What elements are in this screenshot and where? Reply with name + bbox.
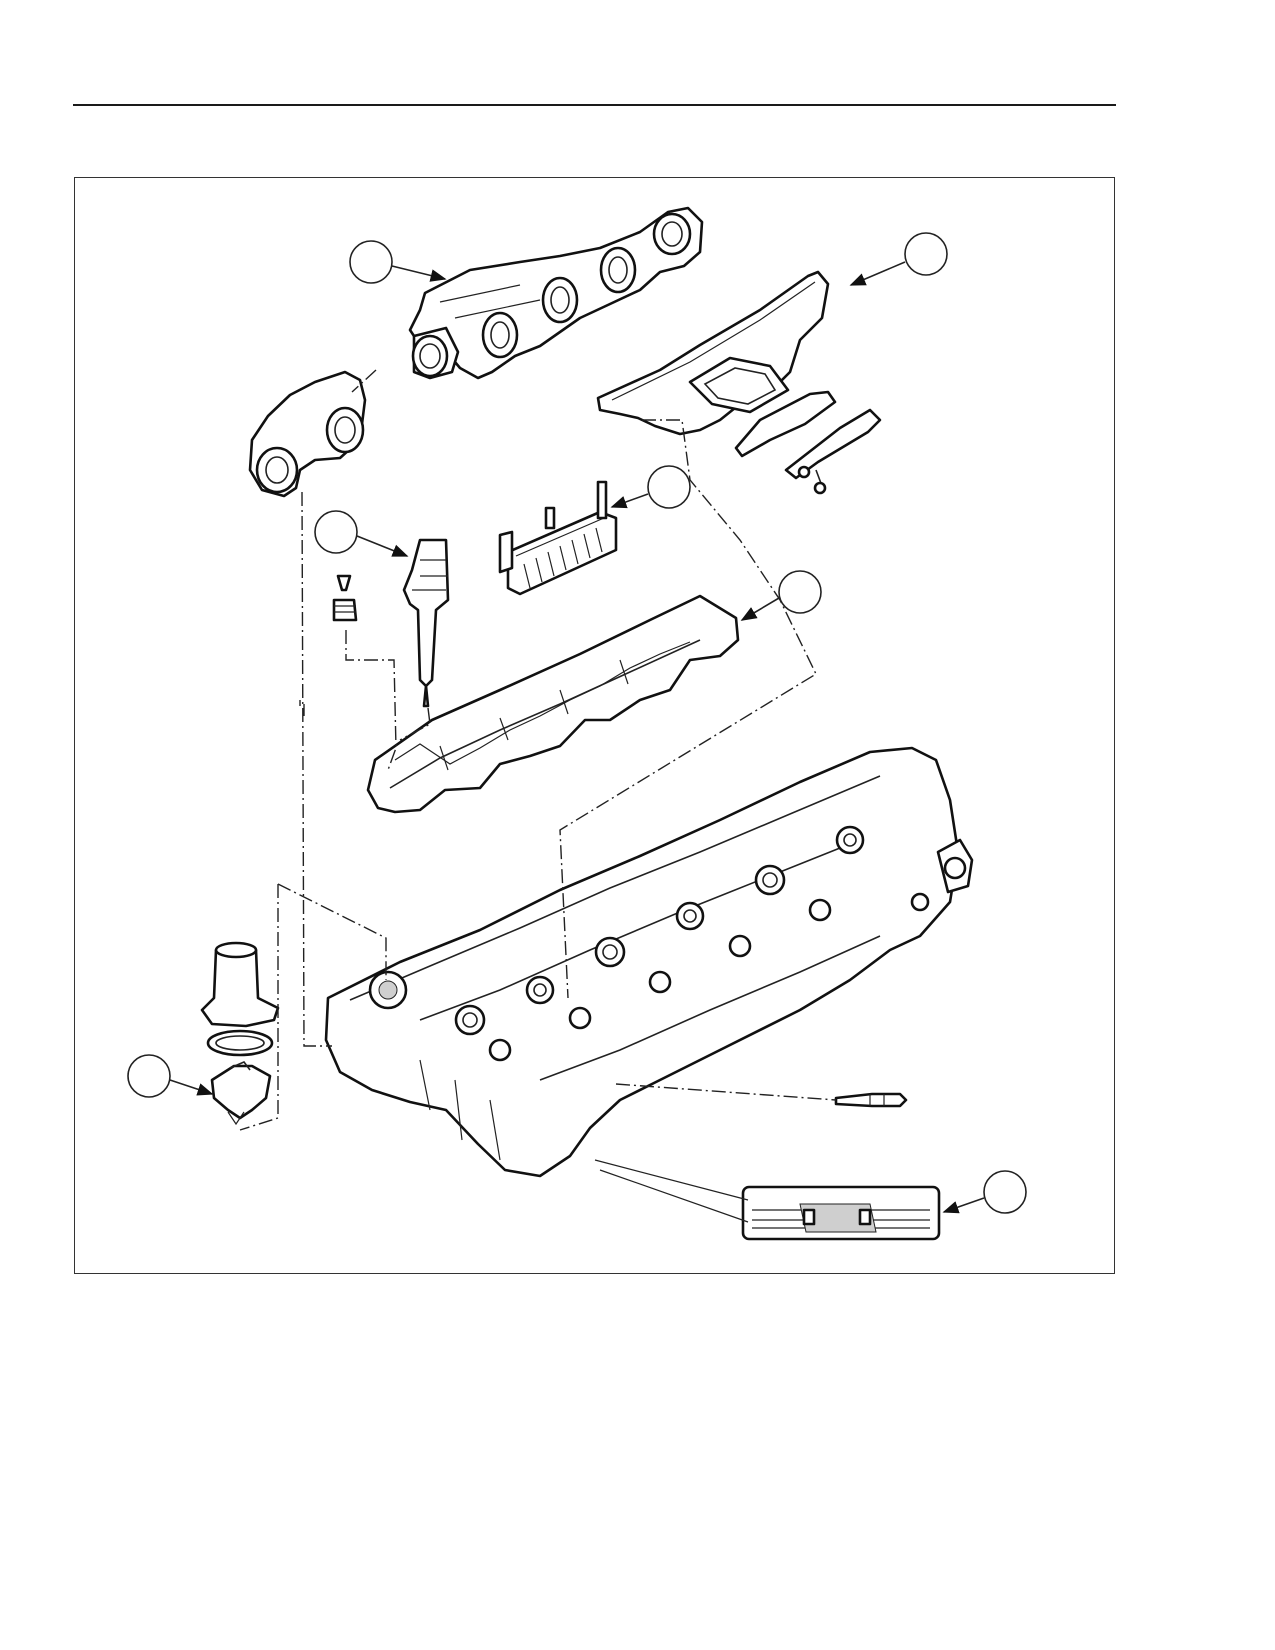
cylinder-head [324, 746, 974, 1178]
callout-thermostat [127, 1054, 214, 1098]
glow-plug [834, 1092, 908, 1108]
thermostat [210, 1061, 272, 1126]
fuel-rail-module [498, 480, 618, 596]
exploded-view-lines [239, 369, 837, 1131]
thermostat-housing [200, 941, 280, 1028]
callout-exhaust-manifold [349, 240, 447, 284]
intake-manifold [596, 270, 882, 495]
callout-gasket-detail [942, 1170, 1027, 1214]
callout-valve-cover-frame [740, 570, 822, 621]
thermostat-seal [206, 1029, 274, 1057]
exhaust-manifold-front [408, 206, 704, 380]
callout-fuel-rail [610, 465, 691, 509]
callout-injector [314, 510, 409, 557]
valve-cover-gasket-frame [366, 594, 740, 814]
exhaust-manifold-rear [248, 370, 367, 498]
callout-intake-manifold [849, 232, 948, 286]
head-gasket-detail [594, 1159, 941, 1241]
header-rule [73, 104, 1116, 106]
fuel-injector [332, 538, 450, 708]
